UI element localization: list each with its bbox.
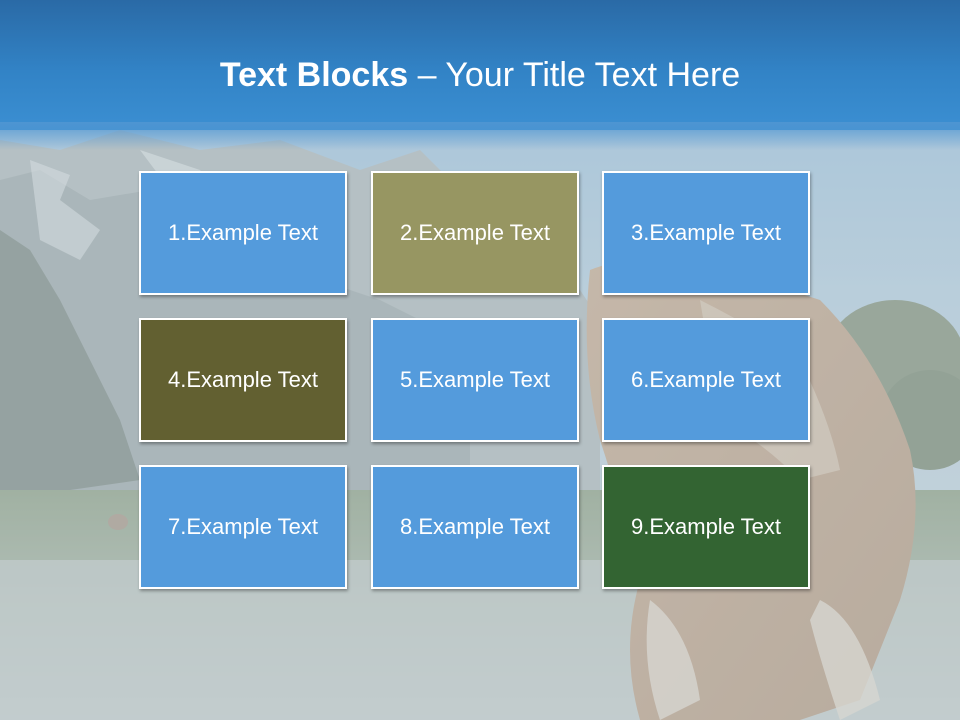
text-block-2[interactable]: 2.Example Text [371,171,579,295]
text-block-6[interactable]: 6.Example Text [602,318,810,442]
slide-title: Text Blocks – Your Title Text Here [0,52,960,98]
text-block-7[interactable]: 7.Example Text [139,465,347,589]
title-bar [0,0,960,130]
text-block-3[interactable]: 3.Example Text [602,171,810,295]
text-block-1[interactable]: 1.Example Text [139,171,347,295]
text-block-8[interactable]: 8.Example Text [371,465,579,589]
title-bar-fade [0,122,960,150]
text-block-4[interactable]: 4.Example Text [139,318,347,442]
text-block-9[interactable]: 9.Example Text [602,465,810,589]
slide-title-bold: Text Blocks [219,56,409,94]
slide-title-rest: – Your Title Text Here [408,56,741,94]
text-block-5[interactable]: 5.Example Text [371,318,579,442]
